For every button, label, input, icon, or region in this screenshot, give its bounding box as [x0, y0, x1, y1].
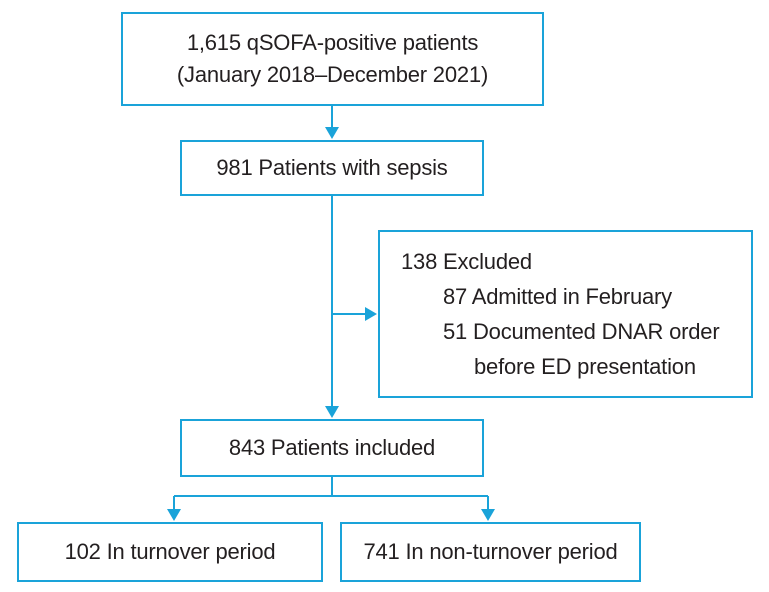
turnover-label: 102 In turnover period — [64, 539, 276, 564]
sepsis-patients-box: 981 Patients with sepsis — [180, 140, 484, 196]
arrowhead-nonturnover — [481, 509, 495, 521]
sepsis-label: 981 Patients with sepsis — [216, 155, 448, 180]
included-patients-box: 843 Patients included — [180, 419, 484, 477]
non-turnover-period-box: 741 In non-turnover period — [340, 522, 641, 582]
excluded-reason-dnar-continued: before ED presentation — [474, 354, 696, 379]
arrowhead-sepsis — [325, 127, 339, 139]
included-label: 843 Patients included — [228, 435, 436, 460]
excluded-patients-box: 138 Excluded 87 Admitted in February 51 … — [378, 230, 753, 398]
screened-count-label: 1,615 qSOFA-positive patients — [186, 30, 479, 55]
arrowhead-excluded — [365, 307, 377, 321]
screened-period-label: (January 2018–December 2021) — [176, 62, 489, 87]
arrowhead-included — [325, 406, 339, 418]
excluded-reason-february: 87 Admitted in February — [443, 284, 672, 309]
excluded-reason-dnar: 51 Documented DNAR order — [443, 319, 720, 344]
screened-patients-box: 1,615 qSOFA-positive patients (January 2… — [121, 12, 544, 106]
non-turnover-label: 741 In non-turnover period — [363, 539, 618, 564]
arrowhead-turnover — [167, 509, 181, 521]
turnover-period-box: 102 In turnover period — [17, 522, 323, 582]
excluded-title: 138 Excluded — [401, 249, 532, 274]
